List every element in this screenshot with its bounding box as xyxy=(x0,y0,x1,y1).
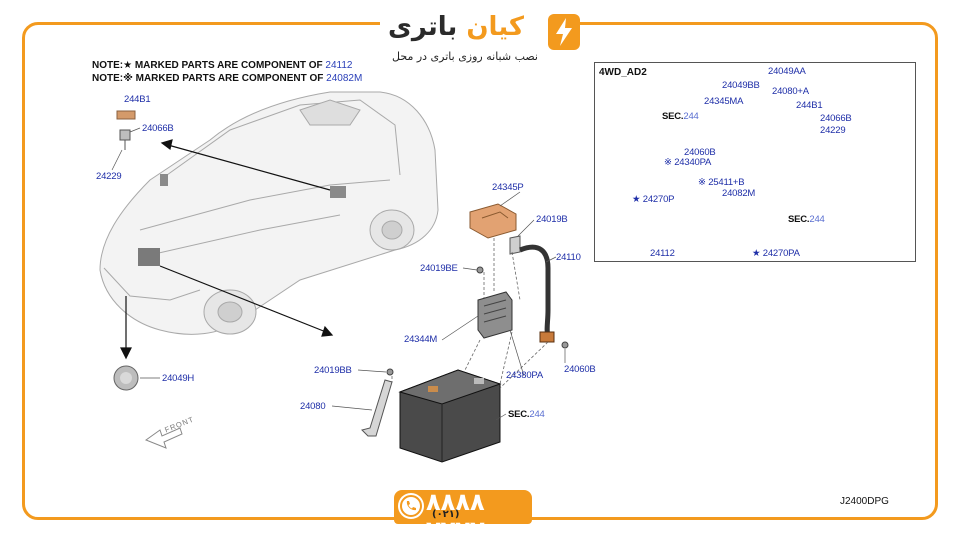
brand-logo: کیان باتری نصب شبانه روزی باتری در محل xyxy=(380,10,580,66)
callout-arrows xyxy=(120,139,334,360)
phone-badge[interactable]: ۸۸۸۸ ۲۲۲۲ (۰۲۱) xyxy=(394,488,532,544)
phone-number: ۸۸۸۸ ۲۲۲۲ xyxy=(426,488,485,544)
car-sensor-marker xyxy=(160,174,168,186)
inset-label-24060B: 24060B xyxy=(684,147,716,158)
inset-label-24112: 24112 xyxy=(650,248,675,259)
label-24049H: 24049H xyxy=(162,373,195,384)
label-sec-244: SEC.244 xyxy=(508,409,545,420)
label-24019BE: 24019BE xyxy=(420,263,458,274)
inset-label-24345MA: 24345MA xyxy=(704,96,744,107)
brand-tagline: نصب شبانه روزی باتری در محل xyxy=(392,50,538,63)
inset-label-24270PA: ★ 24270PA xyxy=(752,248,800,259)
inset-label-24049AA: 24049AA xyxy=(768,66,806,77)
phone-icon xyxy=(398,493,424,519)
note-line-1: NOTE:★ MARKED PARTS ARE COMPONENT OF 241… xyxy=(92,60,353,71)
inset-label-24080A: 24080+A xyxy=(772,86,809,97)
phone-area-code: (۰۲۱) xyxy=(432,509,460,520)
inset-label-24082M: 24082M xyxy=(722,188,756,199)
label-24019BB: 24019BB xyxy=(314,365,352,376)
lightning-bolt-icon xyxy=(548,14,580,50)
inset-title: 4WD_AD2 xyxy=(599,67,647,78)
label-24019B: 24019B xyxy=(536,214,568,225)
inset-label-24270P: ★ 24270P xyxy=(632,194,675,205)
inset-label-24049BB: 24049BB xyxy=(722,80,760,91)
car-rear-marker xyxy=(330,186,346,198)
label-24080: 24080 xyxy=(300,401,326,412)
label-24060B: 24060B xyxy=(564,364,596,375)
label-24345P: 24345P xyxy=(492,182,524,193)
inset-label-25411B: ※ 25411+B xyxy=(698,177,745,188)
car-illustration xyxy=(99,91,439,335)
label-244B1: 244B1 xyxy=(124,94,151,105)
note-line-2: NOTE:※ MARKED PARTS ARE COMPONENT OF 240… xyxy=(92,73,363,84)
inset-label-24066B: 24066B xyxy=(820,113,852,124)
inset-label-24229: 24229 xyxy=(820,125,846,136)
brand-name: کیان باتری xyxy=(388,12,525,42)
inset-label-24340PA: ※ 24340PA xyxy=(664,157,712,168)
label-24229: 24229 xyxy=(96,171,122,182)
diagram-code: J2400DPG xyxy=(840,496,889,507)
label-24110: 24110 xyxy=(556,252,581,263)
inset-label-sec-244-b: SEC.244 xyxy=(788,214,825,225)
inset-label-sec-244-a: SEC.244 xyxy=(662,111,699,122)
inset-label-244B1: 244B1 xyxy=(796,100,823,111)
label-24380PA: 24380PA xyxy=(506,370,543,381)
inset-4wd-panel: 4WD_AD2 xyxy=(594,62,916,262)
car-battery-marker xyxy=(138,248,160,266)
battery-illustration xyxy=(398,369,502,463)
label-24066B: 24066B xyxy=(142,123,174,134)
label-24344M: 24344M xyxy=(404,334,438,345)
